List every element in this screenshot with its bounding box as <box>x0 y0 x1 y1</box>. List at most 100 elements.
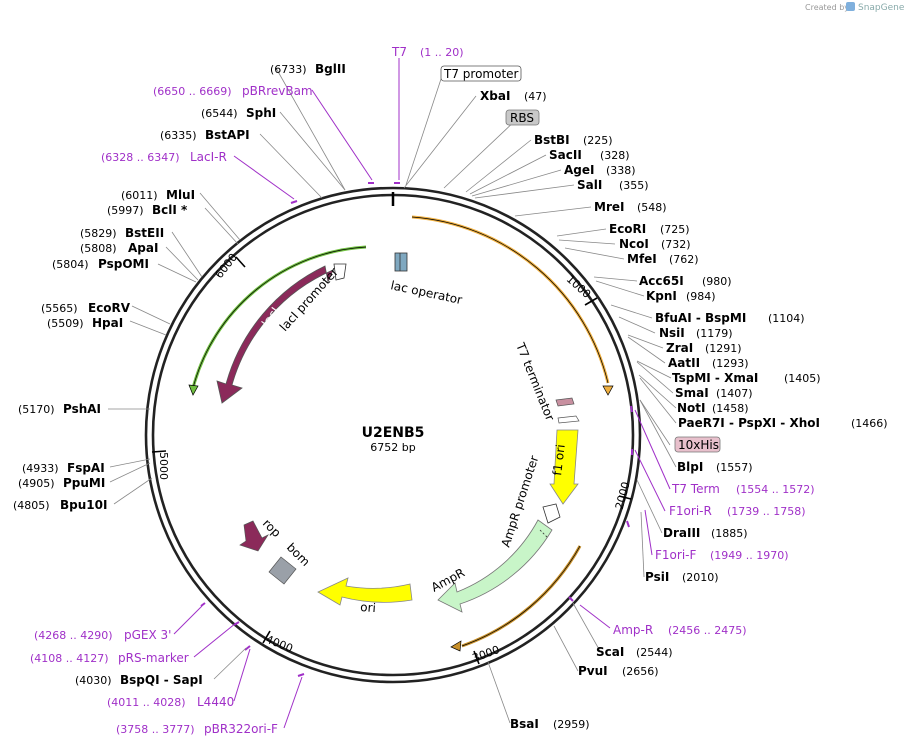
svg-text:(2544): (2544) <box>636 646 673 659</box>
svg-text:(1405): (1405) <box>784 372 821 385</box>
enzyme-pshai: PshAI <box>63 402 101 416</box>
enzyme-tspmi-xmai: TspMI - XmaI <box>672 371 758 385</box>
svg-text:(4030): (4030) <box>75 674 112 687</box>
tick-5000: 5000 <box>157 452 170 480</box>
t7-promoter-box <box>440 65 522 82</box>
svg-text:(6335): (6335) <box>160 129 197 142</box>
enzyme-bstapi: BstAPI <box>205 128 250 142</box>
primer-t7: T7 <box>391 45 407 59</box>
backbone-outer <box>144 186 642 684</box>
svg-text:(6544): (6544) <box>201 107 238 120</box>
tick-6000: 6000 <box>213 251 240 281</box>
f1-ori-feature <box>549 429 579 505</box>
enzyme-sphi: SphI <box>246 106 276 120</box>
f1-ori-label: f1 ori <box>550 444 568 477</box>
svg-text:(5997): (5997) <box>107 204 144 217</box>
svg-text:(1885): (1885) <box>711 527 748 540</box>
svg-text:(984): (984) <box>686 290 716 303</box>
enzyme-mlui: MluI <box>166 188 195 202</box>
svg-text:(1458): (1458) <box>712 402 749 415</box>
svg-text:(5808): (5808) <box>80 242 117 255</box>
svg-text:(1949 .. 1970): (1949 .. 1970) <box>710 549 789 562</box>
ori-feature <box>317 577 413 606</box>
svg-text:(1293): (1293) <box>712 357 749 370</box>
enzyme-paer7i-pspxi-xhoi: PaeR7I - PspXI - XhoI <box>678 416 820 430</box>
svg-text:(6328 .. 6347): (6328 .. 6347) <box>101 151 180 164</box>
tick-3000: 3000 <box>471 643 502 665</box>
t7-terminator-feature <box>555 397 575 407</box>
primer-t7-term: T7 Term <box>671 482 720 496</box>
rbs-label: RBS <box>510 111 534 125</box>
tick-marks <box>151 256 632 665</box>
svg-text:(47): (47) <box>524 90 547 103</box>
enzymes-left: (6733) BglII (6544) SphI (6335) BstAPI (… <box>13 62 346 687</box>
svg-text:(4905): (4905) <box>18 477 55 490</box>
svg-text:(3758 .. 3777): (3758 .. 3777) <box>116 723 195 736</box>
primer-pbrrevbam: pBRrevBam <box>242 84 313 98</box>
enzyme-bglii: BglII <box>315 62 346 76</box>
enzyme-bsai: BsaI <box>510 717 539 731</box>
svg-text:(6650 .. 6669): (6650 .. 6669) <box>153 85 232 98</box>
svg-text:(1554 .. 1572): (1554 .. 1572) <box>736 483 815 496</box>
enzyme-hpai: HpaI <box>92 316 123 330</box>
enzyme-bstbi: BstBI <box>534 133 570 147</box>
enzyme-bpu10i: Bpu10I <box>60 498 107 512</box>
t7-terminator-feature-2 <box>557 415 580 424</box>
svg-text:(5565): (5565) <box>41 302 78 315</box>
enzyme-sacii: SacII <box>549 148 582 162</box>
laci-promoter-feature <box>333 263 347 281</box>
his-tag-box <box>674 436 721 453</box>
laci-feature <box>216 265 334 404</box>
his-tag-label: 10xHis <box>678 438 719 452</box>
ori-label: ori <box>360 600 377 615</box>
svg-text:(2656): (2656) <box>622 665 659 678</box>
svg-text:(4268 .. 4290): (4268 .. 4290) <box>34 629 113 642</box>
enzymes-right: XbaI (47) BstBI (225) SacII (328) AgeI (… <box>480 89 888 731</box>
enzyme-acc65i: Acc65I <box>639 274 684 288</box>
svg-text:(2010): (2010) <box>682 571 719 584</box>
svg-text:(725): (725) <box>660 223 690 236</box>
svg-text:(5170): (5170) <box>18 403 55 416</box>
svg-text:(5509): (5509) <box>47 317 84 330</box>
enzyme-agei: AgeI <box>564 163 594 177</box>
svg-text:(338): (338) <box>606 164 636 177</box>
svg-text:(355): (355) <box>619 179 649 192</box>
enzyme-scai: ScaI <box>596 645 624 659</box>
enzyme-fspai: FspAI <box>67 461 105 475</box>
primer-pbr322ori-f: pBR322ori-F <box>204 722 278 736</box>
enzyme-mrei: MreI <box>594 200 624 214</box>
svg-text:(1557): (1557) <box>716 461 753 474</box>
primer-prs-marker: pRS-marker <box>118 651 189 665</box>
enzyme-pspomi: PspOMI <box>98 257 149 271</box>
svg-text:(980): (980) <box>702 275 732 288</box>
plasmid-size: 6752 bp <box>370 441 415 454</box>
svg-text:(1179): (1179) <box>696 327 733 340</box>
svg-text:(1104): (1104) <box>768 312 805 325</box>
svg-text:(5804): (5804) <box>52 258 89 271</box>
svg-text:(1739 .. 1758): (1739 .. 1758) <box>727 505 806 518</box>
svg-text:(2456 .. 2475): (2456 .. 2475) <box>668 624 747 637</box>
enzyme-ppumi: PpuMI <box>63 476 105 490</box>
svg-text:(4011 .. 4028): (4011 .. 4028) <box>107 696 186 709</box>
orf-arrow-t7 <box>602 385 614 396</box>
enzyme-aatii: AatII <box>668 356 700 370</box>
enzyme-noti: NotI <box>677 401 706 415</box>
enzyme-bfuai-bspmi: BfuAI - BspMI <box>655 311 746 325</box>
primer-l4440: L4440 <box>197 695 234 709</box>
lac-operator-feature <box>394 252 408 272</box>
rop-label: rop <box>260 516 284 540</box>
enzyme-apai: ApaI <box>128 241 158 255</box>
svg-text:(1466): (1466) <box>851 417 888 430</box>
tick-4000: 4000 <box>264 633 295 656</box>
svg-text:(4108 .. 4127): (4108 .. 4127) <box>30 652 109 665</box>
primer-laci-r: LacI-R <box>190 150 227 164</box>
svg-text:(4805): (4805) <box>13 499 50 512</box>
svg-text:(1 .. 20): (1 .. 20) <box>420 46 464 59</box>
rbs-box <box>505 109 540 126</box>
primer-pgex-3: pGEX 3' <box>124 628 171 642</box>
ampr-promoter-feature <box>542 503 561 524</box>
svg-text:(548): (548) <box>637 201 667 214</box>
svg-text:(328): (328) <box>600 149 630 162</box>
svg-text:(6733): (6733) <box>270 63 307 76</box>
